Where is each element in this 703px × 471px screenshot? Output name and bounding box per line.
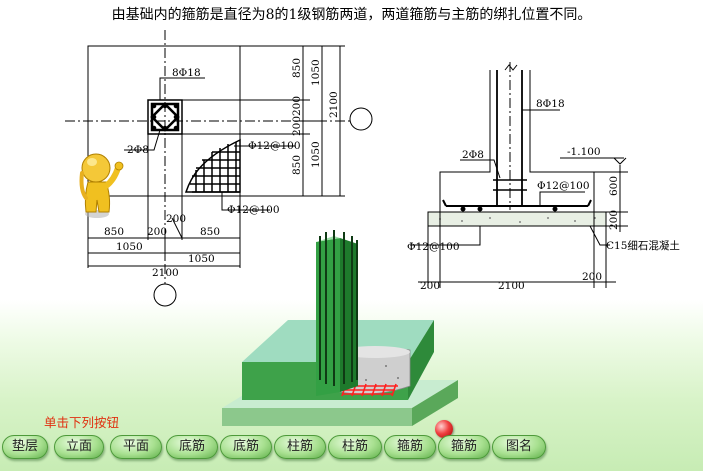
plan-bars (151, 103, 179, 131)
section-dim-200-l: 200 (420, 280, 440, 292)
button-stirrups-2[interactable]: 箍筋 (438, 435, 490, 459)
plan-axis-circle-bottom (153, 283, 177, 307)
plan-leader-stirrup (124, 129, 161, 151)
plan-dim-2100-side: 2100 (328, 91, 340, 118)
button-bottom-bars-1[interactable]: 底筋 (166, 435, 218, 459)
plan-dim-200-b: 200 (166, 213, 186, 225)
section-label-mesh-left: Φ12@100 (407, 241, 460, 253)
plan-dim-850-right: 850 (200, 226, 220, 238)
section-labels: 8Φ18 2Φ8 -1.100 Φ12@100 Φ12@100 600 200 … (407, 98, 680, 292)
section-break (504, 64, 518, 71)
section-dim-600: 600 (608, 176, 620, 196)
plan-label-column-bar: 8Φ18 (172, 67, 201, 79)
button-elevation[interactable]: 立面 (54, 435, 104, 459)
plan-dim-200-d: 200 (291, 116, 303, 136)
button-cushion-layer[interactable]: 垫层 (2, 435, 48, 459)
button-bottom-bars-2[interactable]: 底筋 (220, 435, 272, 459)
instruction-text: 单击下列按钮 (44, 415, 120, 430)
3d-column-bars (319, 230, 358, 386)
plan-label-stirrup: 2Φ8 (127, 144, 149, 156)
plan-mesh (184, 138, 241, 193)
button-bar: 垫层 立面 平面 底筋 底筋 柱筋 柱筋 箍筋 箍筋 图名 (2, 435, 562, 461)
button-column-bars-2[interactable]: 柱筋 (328, 435, 382, 459)
section-leader-concrete (589, 225, 610, 246)
plan-label-mesh-a: Φ12@100 (248, 140, 301, 152)
section-label-elev: -1.100 (567, 146, 601, 158)
plan-dim-1050-bot: 1050 (310, 141, 322, 168)
section-label-stirrup: 2Φ8 (462, 149, 484, 161)
plan-dim-850-bot: 850 (291, 155, 303, 175)
caption: 由基础内的箍筋是直径为8的1级钢筋两道，两道箍筋与主筋的绑扎位置不同。 (111, 7, 592, 23)
plan-column (147, 99, 183, 135)
3d-foundation-model (222, 230, 458, 426)
plan-dim-200-c: 200 (291, 96, 303, 116)
section-dim-200-v: 200 (608, 210, 620, 230)
plan-dim-1050-right: 1050 (188, 253, 215, 265)
section-dim-200-r: 200 (582, 271, 602, 283)
plan-dim-1050-top: 1050 (310, 59, 322, 86)
plan-dim-1050-left: 1050 (116, 241, 143, 253)
button-drawing-name[interactable]: 图名 (492, 435, 546, 459)
button-column-bars-1[interactable]: 柱筋 (274, 435, 326, 459)
section-label-mesh-right: Φ12@100 (537, 180, 590, 192)
plan-labels: 8Φ18 2Φ8 Φ12@100 Φ12@100 850 200 200 850… (104, 58, 340, 279)
section-label-concrete: C15细石混凝土 (606, 239, 680, 252)
section-dim-2100: 2100 (498, 280, 525, 292)
plan-dim-200-a: 200 (147, 226, 167, 238)
red-ball-indicator (435, 420, 453, 438)
section-view (410, 62, 628, 288)
section-concrete-pad (427, 211, 607, 227)
section-leader-mesh-right (539, 191, 585, 206)
plan-dim-850-top: 850 (291, 58, 303, 78)
plan-dim-850-left: 850 (104, 226, 124, 238)
plan-leader-bars (159, 77, 205, 100)
plan-dim-2100-bottom: 2100 (152, 267, 179, 279)
plan-axis-circle-right (349, 107, 373, 131)
section-label-column-bar: 8Φ18 (536, 98, 565, 110)
button-plan[interactable]: 平面 (110, 435, 162, 459)
mascot-figure (79, 153, 124, 218)
button-stirrups-1[interactable]: 箍筋 (384, 435, 436, 459)
plan-label-mesh-b: Φ12@100 (227, 204, 280, 216)
plan-view (65, 30, 373, 307)
section-leader-stirrup (460, 159, 501, 179)
plan-leader-mesh-b (221, 192, 270, 211)
